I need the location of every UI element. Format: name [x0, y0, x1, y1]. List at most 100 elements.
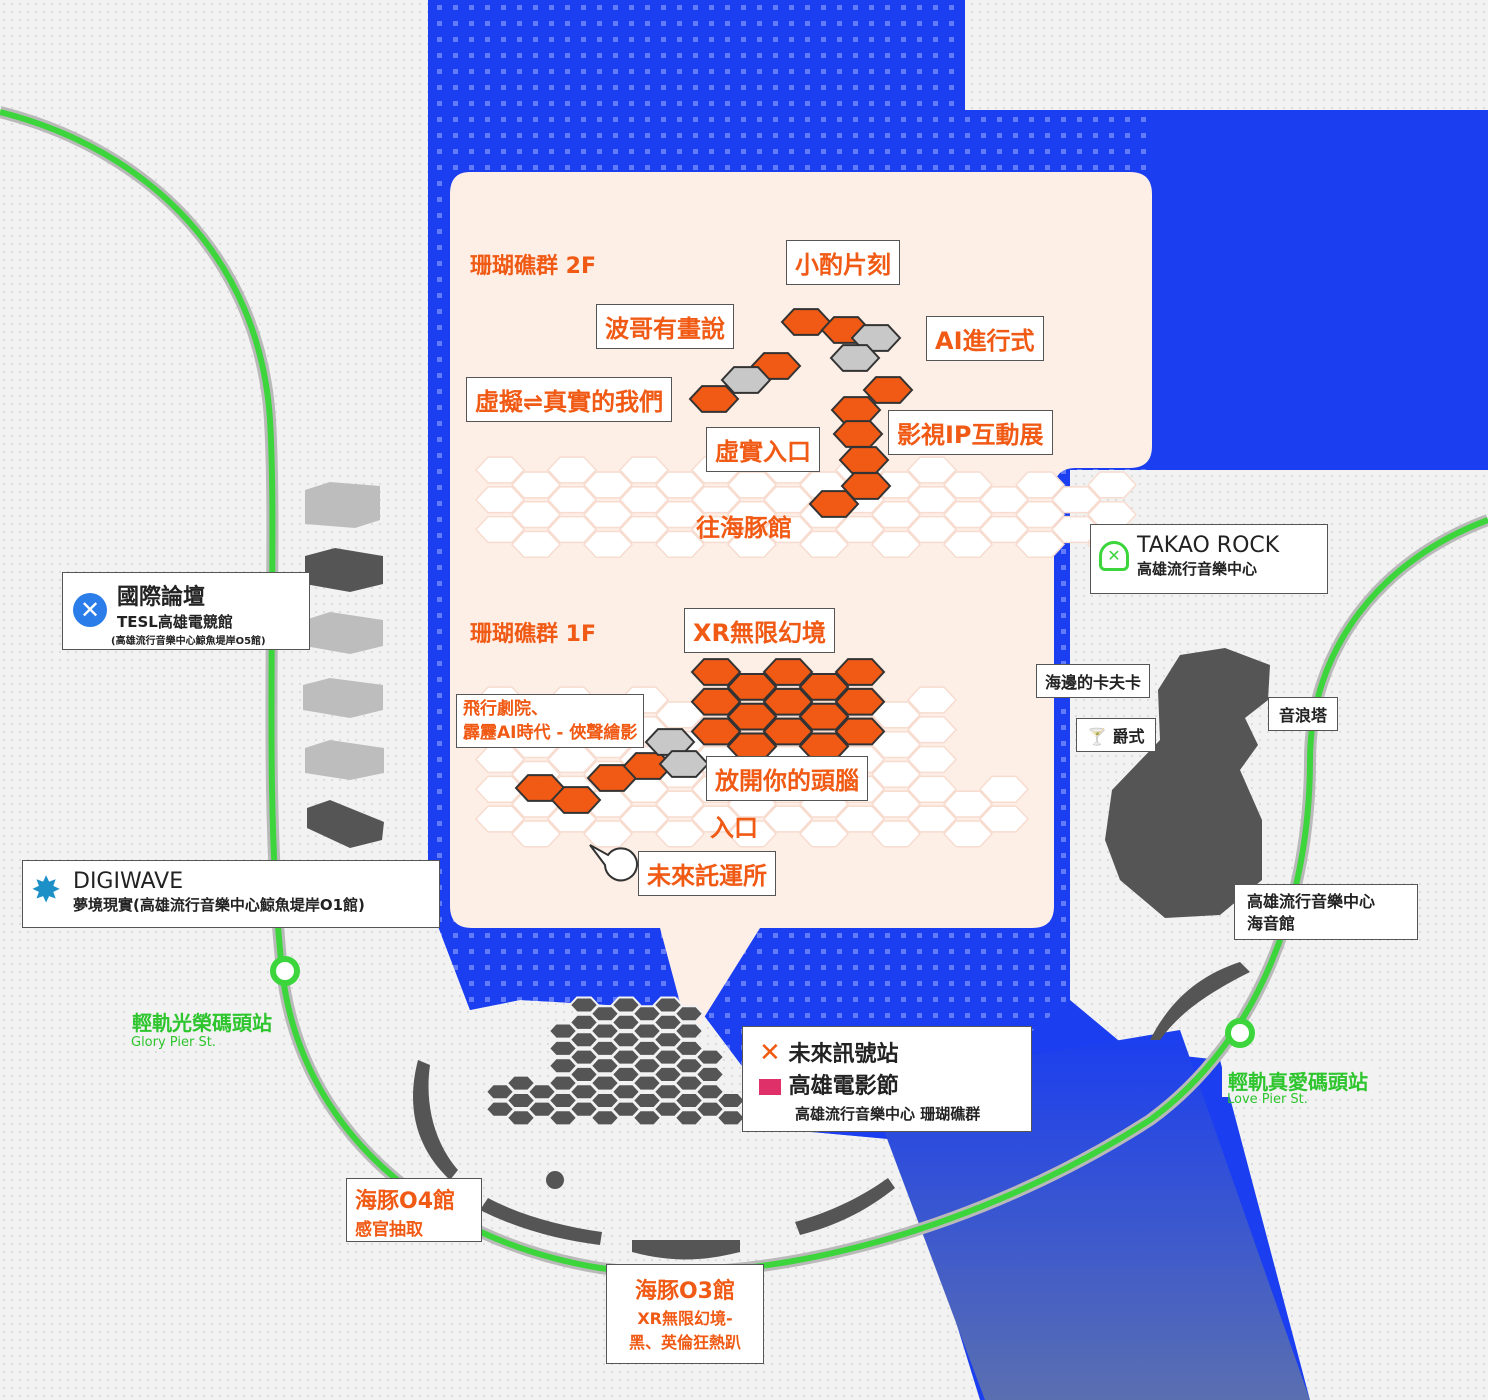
- exhibit-ai-ritual[interactable]: AI進行式: [926, 316, 1044, 361]
- hex-1f-exhibit: [834, 717, 886, 746]
- hex-2f-bg: [906, 486, 958, 514]
- entrance-label: 入口: [710, 814, 758, 842]
- exhibit-future-logistics[interactable]: 未來託運所: [638, 851, 776, 896]
- floor-2f-exhibit-hexes: [688, 308, 914, 518]
- hex-2f-exhibit: [829, 344, 881, 372]
- hex-2f-bg: [690, 515, 742, 544]
- ocean-cultural-center-building: [1105, 648, 1270, 918]
- hex-1f-exhibit: [550, 786, 602, 814]
- hex-2f-bg: [906, 456, 958, 484]
- hex-1f-bg: [618, 805, 670, 833]
- exhibit-xr-infinite[interactable]: XR無限幻境: [684, 608, 835, 653]
- hex-1f-bg: [906, 805, 958, 833]
- glory-pier-station-name[interactable]: 輕軌光榮碼頭站: [126, 1005, 278, 1038]
- hex-1f-exhibit: [658, 750, 710, 778]
- exhibit-flying-theater[interactable]: 飛行劇院、 霹靂AI時代 - 俠聲繪影: [456, 694, 645, 748]
- hex-2f-bg: [654, 530, 706, 559]
- hex-1f-bg: [726, 820, 778, 848]
- dolphin03-subtitle1: XR無限幻境-: [637, 1309, 733, 1328]
- exhibit-virtual-real[interactable]: 虛擬⇌真實的我們: [466, 377, 673, 422]
- hex-2f-bg: [1050, 486, 1102, 514]
- hex-1f-exhibit: [762, 658, 814, 686]
- forum-subtitle: TESL高雄電競館: [117, 613, 233, 631]
- love-pier-station-name[interactable]: 輕軌真愛碼頭站: [1222, 1064, 1374, 1097]
- floor-panel: [450, 172, 1152, 1040]
- x-mark-icon: ✕: [759, 1038, 781, 1068]
- venue-digiwave[interactable]: ✸ DIGIWAVE 夢境現實(高雄流行音樂中心鯨魚堤岸O1館): [22, 860, 440, 928]
- hex-2f-bg: [582, 530, 634, 559]
- hex-1f-bg: [942, 820, 994, 848]
- hex-1f-exhibit: [762, 717, 814, 746]
- hex-2f-exhibit: [862, 376, 914, 404]
- hex-2f-exhibit: [838, 446, 890, 474]
- glory-pier-station-dot: [270, 956, 300, 986]
- hex-2f-bg: [546, 456, 598, 484]
- hex-1f-exhibit: [690, 717, 742, 746]
- hex-2f-bg: [726, 530, 778, 559]
- x-circle-icon: ✕: [73, 593, 107, 627]
- hex-1f-bg: [762, 805, 814, 833]
- hex-2f-exhibit: [780, 308, 832, 336]
- whale-embankment-buildings: [303, 482, 384, 848]
- exhibit-xiaozhuo[interactable]: 小酌片刻: [786, 240, 900, 285]
- venue-main-coral-reef[interactable]: ✕ 未來訊號站 高雄電影節 高雄流行音樂中心 珊瑚礁群: [742, 1026, 1032, 1132]
- hex-2f-bg: [1050, 515, 1102, 544]
- hex-1f-bg: [870, 760, 922, 789]
- hex-2f-bg: [618, 456, 670, 484]
- venue-forum[interactable]: ✕ 國際論壇 TESL高雄電競館 (高雄流行音樂中心鯨魚堤岸O5館): [62, 572, 310, 650]
- hex-2f-bg: [906, 515, 958, 544]
- hex-1f-exhibit: [726, 673, 778, 701]
- hex-2f-exhibit: [840, 472, 892, 500]
- reef-hex-cell: [673, 1022, 705, 1040]
- to-dolphin-hall-label: 往海豚館: [696, 514, 792, 542]
- reef-hex-cell: [715, 1109, 747, 1127]
- hex-2f-exhibit: [832, 420, 884, 448]
- hex-1f-exhibit: [762, 687, 814, 716]
- hex-2f-bg: [510, 471, 562, 499]
- venue-dolphin03[interactable]: 海豚O3館 XR無限幻境- 黑、英倫狂熱趴: [606, 1264, 764, 1364]
- hex-2f-bg: [726, 471, 778, 499]
- hex-2f-bg: [654, 501, 706, 529]
- venue-dolphin04[interactable]: 海豚O4館 感官抽取: [346, 1178, 482, 1242]
- hex-1f-bg: [906, 745, 958, 774]
- venue-ocean-hall[interactable]: 高雄流行音樂中心 海音館: [1234, 884, 1418, 940]
- floor-2f-background-hexes: [474, 456, 1138, 559]
- hex-2f-exhibit: [720, 366, 772, 394]
- reef-hex-cell: [673, 1005, 705, 1023]
- venue-jazz[interactable]: 🍸 爵式: [1076, 718, 1156, 752]
- hex-1f-bg: [474, 775, 526, 803]
- hex-2f-bg: [1014, 530, 1066, 559]
- hex-1f-bg: [870, 790, 922, 818]
- dolphin03-title: 海豚O3館: [634, 1279, 735, 1304]
- venue-takao-rock[interactable]: ✕ TAKAO ROCK 高雄流行音樂中心: [1090, 524, 1328, 594]
- hex-2f-bg: [510, 501, 562, 529]
- exhibit-open-mind[interactable]: 放開你的頭腦: [706, 756, 868, 801]
- exhibit-boge[interactable]: 波哥有畫說: [596, 304, 734, 349]
- hex-1f-bg: [978, 805, 1030, 833]
- hex-2f-bg: [582, 471, 634, 499]
- flying-theater-line2: 霹靂AI時代 - 俠聲繪影: [463, 723, 638, 743]
- hex-2f-bg: [654, 471, 706, 499]
- hex-1f-exhibit: [798, 673, 850, 701]
- hex-2f-bg: [942, 530, 994, 559]
- exhibit-vr-entrance[interactable]: 虛實入口: [706, 427, 820, 472]
- hex-2f-bg: [870, 501, 922, 529]
- dolphin04-subtitle: 感官抽取: [355, 1220, 423, 1240]
- hex-2f-bg: [618, 515, 670, 544]
- takao-subtitle: 高雄流行音樂中心: [1137, 560, 1258, 578]
- main-line3: 高雄流行音樂中心 珊瑚礁群: [795, 1105, 981, 1123]
- ocean-hall-line1: 高雄流行音樂中心: [1247, 892, 1376, 911]
- dolphin-halls: [413, 1060, 895, 1260]
- hex-2f-exhibit: [808, 490, 860, 518]
- hex-1f-bg: [582, 820, 634, 848]
- light-rail-line: [0, 109, 1488, 1276]
- hex-2f-bg: [1086, 471, 1138, 499]
- exhibit-ip-expo[interactable]: 影視IP互動展: [888, 410, 1053, 455]
- venue-wave-tower[interactable]: 音浪塔: [1268, 697, 1339, 731]
- hex-2f-bg: [582, 501, 634, 529]
- venue-kafka[interactable]: 海邊的卡夫卡: [1036, 664, 1151, 698]
- forum-note: (高雄流行音樂中心鯨魚堤岸O5館): [111, 636, 266, 647]
- hex-2f-bg: [762, 515, 814, 544]
- hex-2f-bg: [546, 486, 598, 514]
